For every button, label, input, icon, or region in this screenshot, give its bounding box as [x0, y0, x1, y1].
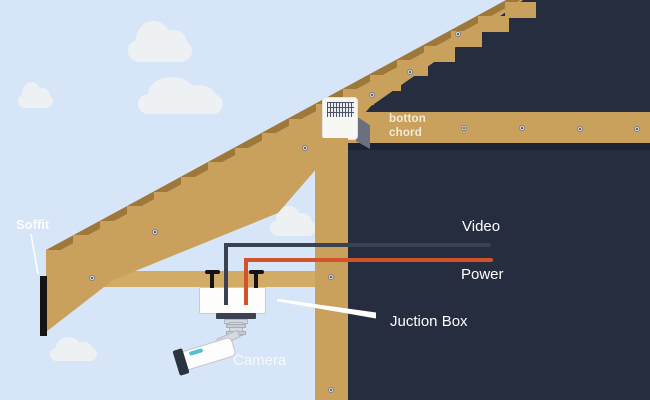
screw-icon — [328, 274, 334, 280]
cloud — [138, 77, 223, 114]
junction-box — [199, 287, 266, 314]
cloud — [270, 206, 316, 236]
shingle-step — [289, 119, 320, 135]
video-wire-vertical — [224, 243, 228, 305]
shingle-step — [73, 235, 104, 251]
bottom-chord-label: botton chord — [389, 112, 426, 140]
wall-stud — [315, 138, 348, 400]
cloud — [50, 336, 97, 361]
conduit-locknut — [226, 324, 246, 328]
power-wire — [244, 258, 493, 262]
junction-box-label: Juction Box — [390, 313, 468, 330]
shingle-step — [505, 2, 536, 18]
shingle-step — [397, 60, 428, 76]
shingle-step — [154, 192, 185, 208]
shingle-step — [127, 206, 158, 222]
power-wire-vertical — [244, 258, 248, 305]
screw-icon — [152, 229, 158, 235]
bottom-chord-label-line1: botton — [389, 113, 426, 125]
screw-icon — [302, 145, 308, 151]
camera-label: Camera — [233, 352, 287, 369]
vent-grid-icon — [327, 102, 354, 117]
screw-icon — [519, 125, 525, 131]
bolt-icon — [254, 273, 258, 288]
screw-icon — [634, 126, 640, 132]
video-label: Video — [462, 218, 501, 235]
screw-icon — [577, 126, 583, 132]
bottom-chord-label-line2: chord — [389, 127, 422, 139]
shingle-step — [46, 250, 77, 266]
soffit-leader-line — [30, 233, 39, 275]
shingle-step — [235, 148, 266, 164]
screw-icon — [461, 125, 467, 131]
shingle-step — [262, 133, 293, 149]
screw-icon — [89, 275, 95, 281]
video-wire — [224, 243, 491, 247]
bolt-icon — [210, 273, 214, 288]
vent-box — [322, 97, 358, 140]
shingle-step — [370, 75, 401, 91]
vent-side-shadow — [356, 116, 370, 149]
screw-icon — [328, 387, 334, 393]
bottom-chord-beam — [345, 112, 650, 143]
beam-shadow — [348, 143, 650, 150]
bolt-icon — [249, 270, 264, 274]
shingle-step — [181, 177, 212, 193]
shingle-step — [208, 162, 239, 178]
bolt-icon — [205, 270, 220, 274]
junction-box-base — [216, 313, 256, 319]
shingle-step — [478, 16, 509, 32]
shingle-step — [100, 221, 131, 237]
power-label: Power — [461, 266, 504, 283]
screw-icon — [455, 31, 461, 37]
fascia-strip — [40, 276, 47, 336]
cloud — [18, 82, 53, 108]
shingle-step — [424, 46, 455, 62]
screw-icon — [407, 69, 413, 75]
screw-icon — [369, 92, 375, 98]
soffit-label: Soffit — [16, 217, 50, 232]
cloud — [128, 21, 192, 62]
